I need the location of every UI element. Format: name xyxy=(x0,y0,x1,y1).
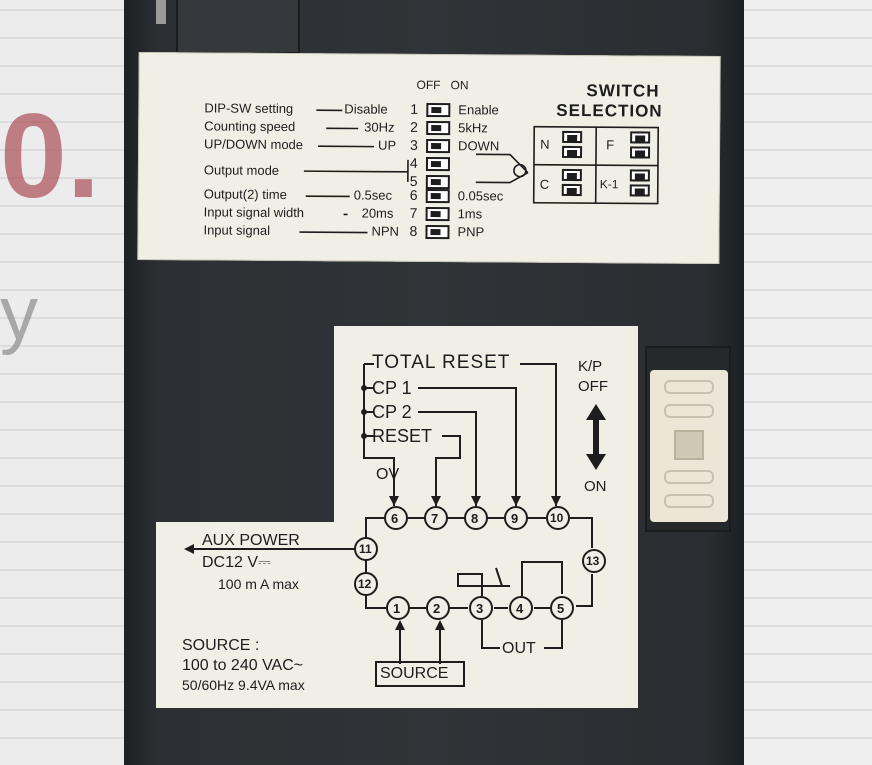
reset-label: RESET xyxy=(372,426,433,446)
terminal-9: 9 xyxy=(511,511,519,526)
terminal-4: 4 xyxy=(516,601,524,616)
terminal-10: 10 xyxy=(550,511,564,525)
terminal-11: 11 xyxy=(359,542,372,556)
aux-voltage-label: DC12 V⎓ xyxy=(202,554,271,571)
ov-label: OV xyxy=(376,466,400,483)
source-title: SOURCE : xyxy=(182,637,260,654)
aux-current-label: 100 m A max xyxy=(218,576,299,592)
total-reset-label: TOTAL RESET xyxy=(372,352,511,373)
kp-switch-knob[interactable] xyxy=(674,430,704,460)
terminal-5: 5 xyxy=(557,601,565,616)
out-label: OUT xyxy=(502,640,536,657)
dip-switch-label: OFF ON DIP-SW setting Disable 1 Enable C… xyxy=(137,51,721,265)
terminal-6: 6 xyxy=(391,511,399,526)
kp-label: K/P xyxy=(578,358,603,375)
source-box-label: SOURCE xyxy=(380,665,449,682)
terminal-8: 8 xyxy=(471,511,479,526)
background-wall-right xyxy=(730,0,872,765)
terminal-2: 2 xyxy=(433,601,441,616)
device-notch xyxy=(156,0,166,24)
terminal-12: 12 xyxy=(358,577,372,591)
kp-switch-rib xyxy=(664,380,714,394)
source-frequency-power: 50/60Hz 9.4VA max xyxy=(182,677,305,693)
cp1-label: CP 1 xyxy=(372,378,412,398)
kp-off-label: OFF xyxy=(578,378,608,395)
kp-switch-rib xyxy=(664,404,714,418)
kp-slide-switch[interactable] xyxy=(650,370,728,522)
background-red-digit: 0. xyxy=(0,89,101,223)
background-wall-left xyxy=(0,0,128,765)
aux-power-label: AUX POWER xyxy=(202,532,300,549)
kp-switch-rib xyxy=(664,494,714,508)
terminal-3: 3 xyxy=(476,601,484,616)
terminal-1: 1 xyxy=(393,601,401,616)
kp-on-label: ON xyxy=(584,478,607,495)
terminal-7: 7 xyxy=(431,511,439,526)
kp-switch-rib xyxy=(664,470,714,484)
background-letter: y xyxy=(0,271,38,356)
cp2-label: CP 2 xyxy=(372,402,412,422)
source-voltage: 100 to 240 VAC~ xyxy=(182,657,304,674)
terminal-13: 13 xyxy=(586,554,600,568)
dip-label-lines xyxy=(299,109,660,234)
wiring-label-aux xyxy=(156,522,346,708)
